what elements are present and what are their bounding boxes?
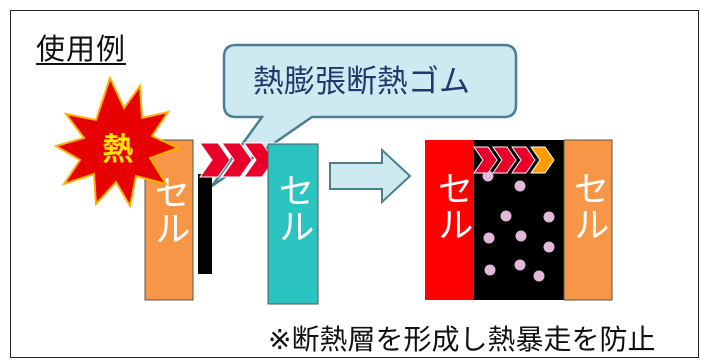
transition-arrow <box>329 147 412 205</box>
callout-bubble: 熱膨張断熱ゴム <box>210 43 518 188</box>
footnote: ※断熱層を形成し熱暴走を防止 <box>268 323 656 356</box>
right-orange-cell-label: セル <box>568 170 609 242</box>
heat-burst: 熱 <box>53 75 181 209</box>
callout-label: 熱膨張断熱ゴム <box>253 64 470 100</box>
heat-flow-chevrons-right <box>473 146 555 174</box>
heat-label: 熱 <box>103 132 134 168</box>
middle-cell <box>267 143 319 305</box>
left-cell-label: セル <box>149 174 190 246</box>
rubber-strip <box>198 174 212 274</box>
page-title: 使用例 <box>36 32 127 66</box>
right-red-cell <box>425 140 479 300</box>
insulation-bubbles <box>482 170 555 282</box>
right-orange-cell <box>563 139 613 301</box>
right-red-cell-label: セル <box>432 170 473 242</box>
middle-cell-label: セル <box>273 172 314 244</box>
